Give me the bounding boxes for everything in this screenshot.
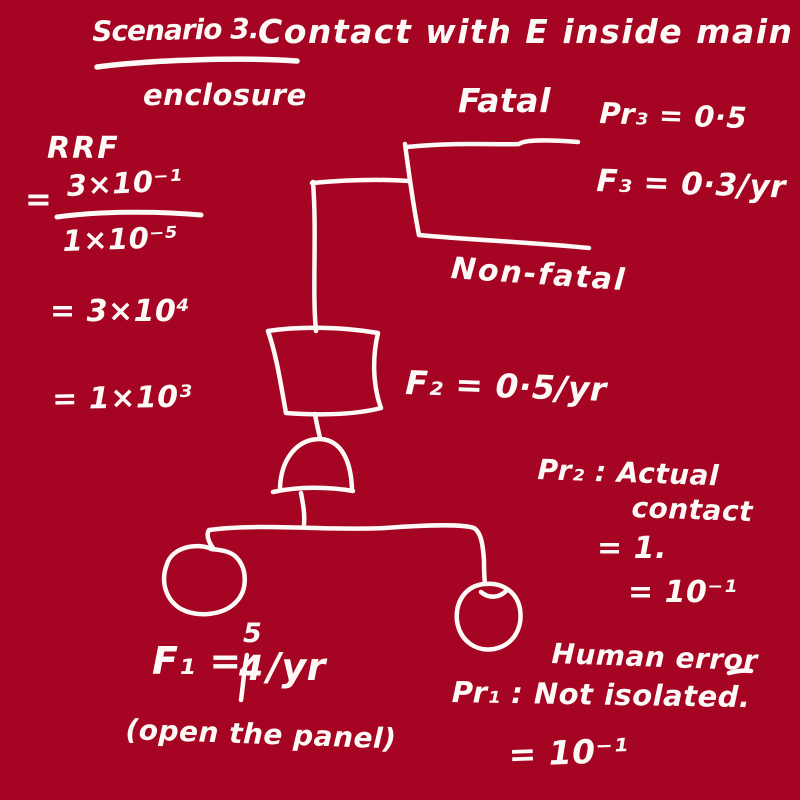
title-underlined: Scenario 3. <box>91 12 259 48</box>
f1-unit: /yr <box>267 645 326 689</box>
title-rest: Contact with E inside main <box>258 12 794 51</box>
line-to-top-event-box <box>310 179 319 334</box>
rrf-denominator: 1×10⁻⁵ <box>61 219 179 258</box>
and-gate-dome <box>277 436 355 492</box>
fatal-branch-label: Fatal <box>458 81 551 120</box>
gate-input-connector <box>205 523 488 586</box>
circle-right-pen-flick <box>478 587 510 599</box>
f2-value: F₂ = 0·5/yr <box>404 363 608 410</box>
f1-crossed-out-value: 4 <box>239 649 264 689</box>
rrf-fraction-bar <box>54 209 204 220</box>
f1-prefix: F₁ = <box>152 639 242 683</box>
pr2-label-line2: contact <box>630 491 754 529</box>
basic-event-circle-right <box>454 581 523 652</box>
pr2-label-line1: Pr₂ : Actual <box>536 453 720 493</box>
pr1-equation: = 10⁻¹ <box>507 730 630 774</box>
human-error-label: Human error <box>550 637 759 678</box>
rrf-step3: = 1×10³ <box>51 379 193 417</box>
f3-value: F₃ = 0·3/yr <box>595 163 787 206</box>
pr3-value: Pr₃ = 0·5 <box>598 96 748 136</box>
pr1-label: Pr₁ : Not isolated. <box>451 675 751 715</box>
event-tree-branch-vertical <box>402 141 422 238</box>
pr2-equation-2: = 10⁻¹ <box>628 575 738 610</box>
rrf-label: RRF <box>47 131 120 166</box>
top-event-box <box>265 325 384 417</box>
event-tree-nonfatal-branch-line <box>416 232 592 251</box>
gate-output-stem <box>298 490 307 527</box>
and-gate-base <box>270 485 356 495</box>
rrf-numerator: 3×10⁻¹ <box>65 162 184 203</box>
basic-event-circle-left <box>161 543 247 617</box>
box-to-gate-stem <box>312 411 323 441</box>
title-line2: enclosure <box>143 78 307 112</box>
human-error-dash <box>726 668 754 676</box>
rrf-equals-sign: = <box>25 180 53 218</box>
pr2-equation-1: = 1. <box>597 531 667 566</box>
f1-corrected-value: 5 <box>243 618 263 649</box>
rrf-step2: = 3×10⁴ <box>50 294 190 329</box>
f1-strikethrough <box>238 652 250 703</box>
title-underline <box>94 56 300 70</box>
event-tree-fatal-branch-line <box>404 138 581 150</box>
event-tree-entry-line <box>309 177 412 186</box>
